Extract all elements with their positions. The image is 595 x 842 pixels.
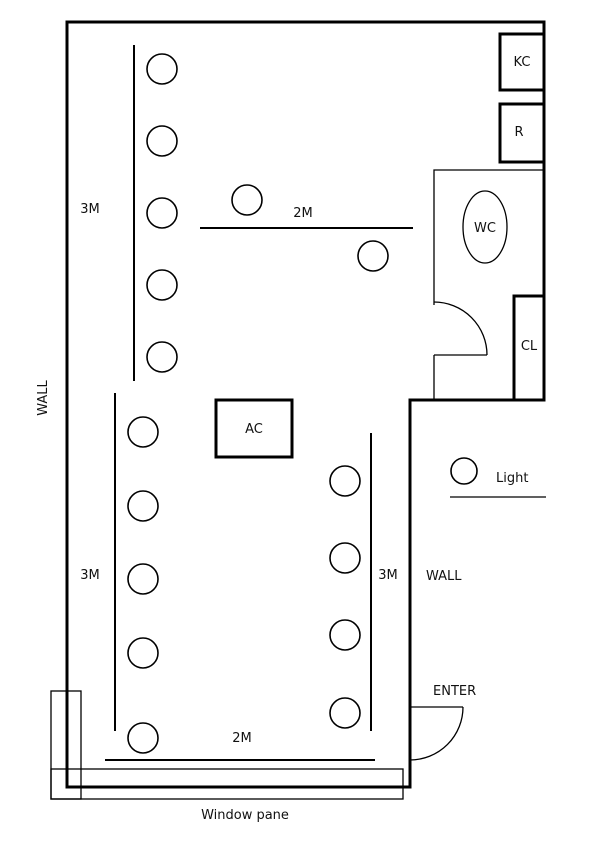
cl-closet	[512, 294, 546, 402]
legend-light-icon	[450, 457, 478, 485]
window-pane	[50, 690, 404, 800]
r-label: R	[514, 125, 523, 140]
wc-label: WC	[474, 221, 496, 236]
circle-light-icon	[127, 563, 159, 595]
circle-light-icon	[127, 416, 159, 448]
kc-room	[498, 32, 546, 92]
wc-toilet	[462, 190, 508, 264]
track-left-bottom-label: 3M	[80, 568, 100, 583]
entrance-door[interactable]	[409, 706, 464, 761]
circle-light-icon	[127, 722, 159, 754]
circle-light-icon	[329, 542, 361, 574]
track-right-label: 3M	[378, 568, 398, 583]
wall-right-label: WALL	[426, 569, 462, 584]
r-room	[498, 102, 546, 164]
outer-walls	[65, 20, 546, 789]
circle-light-icon	[329, 697, 361, 729]
bathroom-door[interactable]	[433, 301, 488, 356]
circle-light-icon	[146, 341, 178, 373]
circle-light-icon	[146, 269, 178, 301]
track-bottom-label: 2M	[232, 731, 252, 746]
bathroom-partition	[433, 169, 544, 400]
window-pane-bottom	[50, 768, 404, 800]
legend: Light	[450, 457, 546, 498]
circle-light-icon	[146, 53, 178, 85]
entrance-door-swing	[409, 706, 464, 761]
track-left-top-label: 3M	[80, 202, 100, 217]
circle-light-icon	[329, 619, 361, 651]
outer-wall-outline	[65, 20, 546, 789]
ac-unit	[214, 398, 294, 459]
circle-light-icon	[357, 240, 389, 272]
circle-light-icon	[146, 125, 178, 157]
circle-light-icon	[146, 197, 178, 229]
window-pane-label: Window pane	[201, 808, 289, 823]
ac-label: AC	[245, 422, 263, 437]
bathroom-door-swing	[433, 301, 488, 356]
track-top-label: 2M	[293, 206, 313, 221]
kc-label: KC	[514, 55, 531, 70]
enter-label: ENTER	[433, 684, 476, 699]
legend-light-label: Light	[496, 471, 528, 486]
circle-light-icon	[127, 490, 159, 522]
circle-light-icon	[231, 184, 263, 216]
circle-light-icon	[127, 637, 159, 669]
cl-label: CL	[521, 339, 538, 354]
circle-light-icon	[329, 465, 361, 497]
wall-left-label: WALL	[36, 379, 51, 415]
